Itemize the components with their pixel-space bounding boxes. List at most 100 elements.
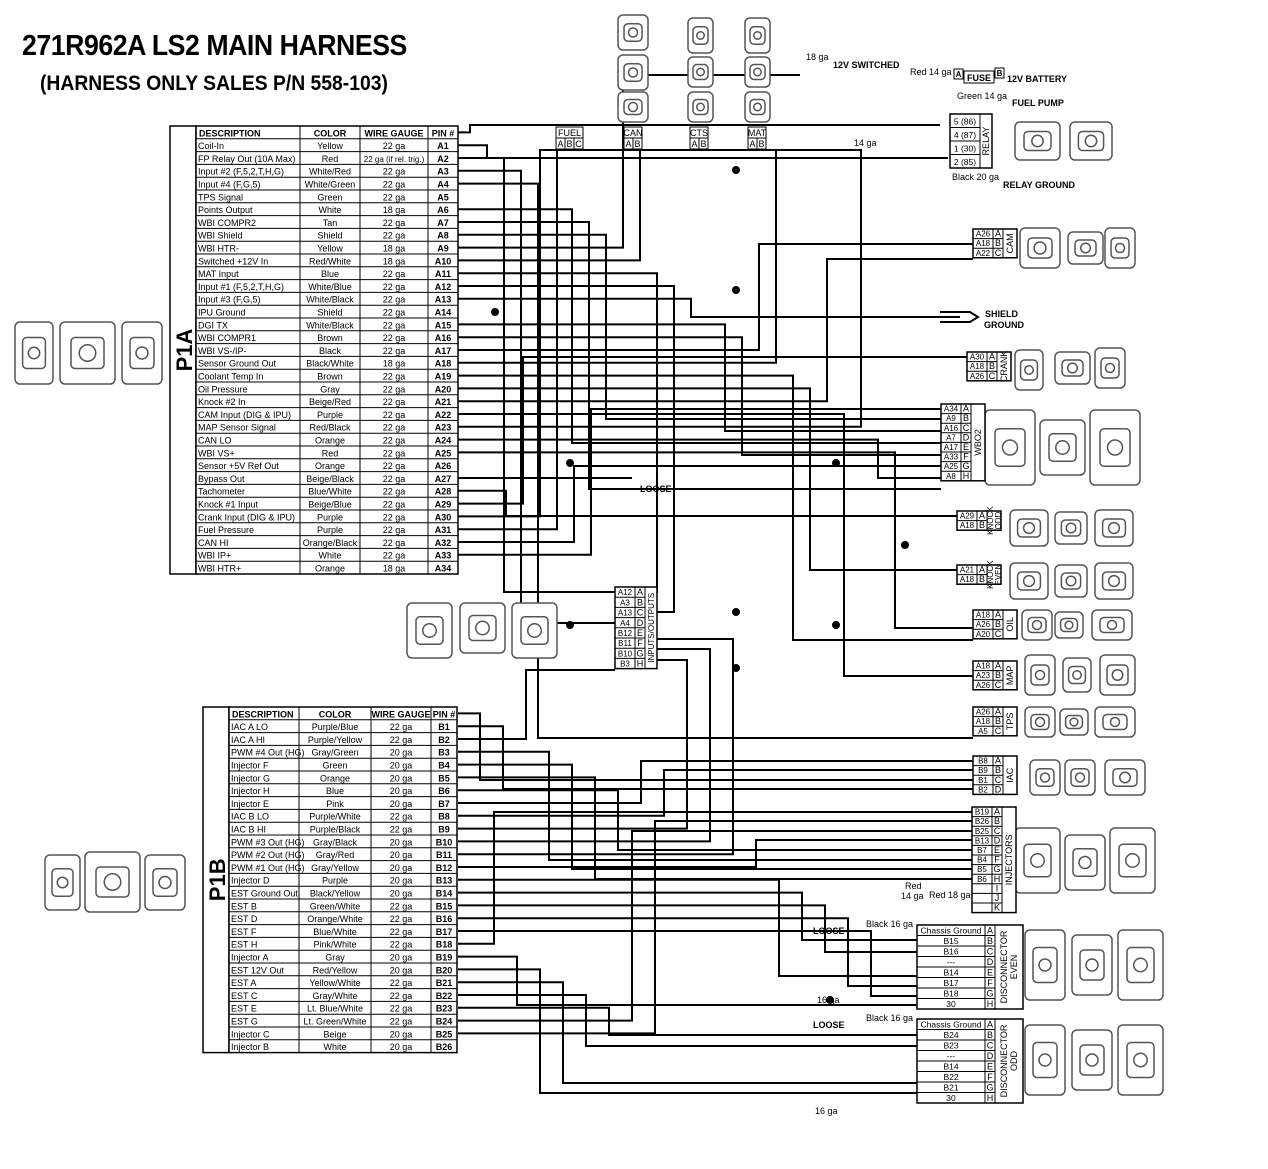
relay-pin: 2 (85): [954, 157, 976, 167]
connector-outline: [459, 602, 506, 654]
connector-tps-box: [972, 706, 1018, 737]
p1b-cell: Gray/Red: [316, 850, 355, 860]
connector-knock-even-pin-letter: A: [979, 565, 985, 575]
p1a-cell: 22 ga (if rel. trig.): [364, 155, 425, 164]
p1b-cell: 22 ga: [390, 1004, 413, 1014]
connector-outline-pin: [1039, 772, 1051, 783]
connector-crank-pin: A18: [970, 362, 985, 371]
connector-inputs-outputs-pin: B12: [618, 629, 633, 638]
connector-outline: [144, 854, 186, 911]
connector-outline: [617, 54, 649, 91]
p1b-cell: Pink: [326, 799, 344, 809]
p1a-cell: 22 ga: [383, 167, 406, 177]
connector-outline: [1064, 759, 1096, 796]
wire-junction: [732, 166, 740, 174]
p1b-cell: B21: [436, 978, 453, 988]
p1a-cell: Input #3 (F,G,5): [198, 295, 261, 305]
p1b-cell: PWM #2 Out (HG): [231, 850, 305, 860]
p1a-cell: Black/White: [306, 359, 354, 369]
p1a-cell: 22 ga: [383, 218, 406, 228]
connector-drawings: [14, 14, 1164, 1096]
p1a-cell: A3: [437, 167, 449, 177]
p1b-cell: B14: [436, 889, 453, 899]
p1a-cell: Brown: [317, 333, 343, 343]
top-connector-pin: B: [566, 139, 572, 149]
p1a-cell: A4: [437, 180, 449, 190]
p1a-cell: 22 ga: [383, 333, 406, 343]
p1a-cell: Shield: [317, 231, 342, 241]
p1a-cell: Purple: [317, 525, 343, 535]
p1b-cell: 20 ga: [390, 773, 413, 783]
connector-wbo2-pin: A7: [946, 433, 956, 442]
connector-map-pin-letter: A: [995, 661, 1001, 671]
connector-wbo2-pin: A25: [944, 462, 959, 471]
p1a-cell: Input #4 (F,G,5): [198, 180, 261, 190]
wire-a9: [458, 233, 941, 420]
connector-outline-pin: [1107, 574, 1121, 588]
wire-b8: [458, 760, 973, 804]
p1b-cell: EST B: [231, 901, 257, 911]
p1b-header: DESCRIPTION: [232, 709, 294, 719]
connector-outline: [1091, 609, 1133, 641]
connector-injectors-pin-letter: A: [994, 807, 1000, 817]
p1b-cell: PWM #1 Out (HG): [231, 863, 305, 873]
p1b-cell: Injector C: [231, 1029, 270, 1039]
p1b-cell: Blue: [326, 786, 344, 796]
p1a-cell: A32: [435, 538, 452, 548]
connector-outline: [1062, 657, 1092, 693]
p1b-cell: Red/Yellow: [313, 965, 358, 975]
p1a-cell: TPS Signal: [198, 192, 243, 202]
p1a-cell: White/Black: [306, 320, 354, 330]
p1a-cell: A17: [435, 346, 452, 356]
connector-iac-pin: B9: [978, 766, 988, 775]
connector-crank-pin: A26: [970, 372, 985, 381]
connector-disconnector-even-pin-letter: B: [987, 936, 993, 946]
connector-injectors-pin: B5: [977, 865, 987, 874]
connector-outline-pin: [696, 31, 705, 40]
connector-injectors-pin: B6: [977, 875, 987, 884]
p1a-cell: Tan: [323, 218, 338, 228]
connector-outline-pin: [1072, 670, 1082, 680]
wire-b4: [458, 750, 972, 861]
connector-iac-pin: B1: [978, 776, 988, 785]
connector-cam-box: [972, 228, 1018, 259]
connector-name: WBO2: [973, 429, 983, 456]
p1a-cell: A34: [435, 564, 452, 574]
connector-outline-pin: [1038, 958, 1052, 972]
p1b-cell: 20 ga: [390, 850, 413, 860]
p1b-cell: B22: [436, 991, 453, 1001]
page-title: 271R962A LS2 MAIN HARNESS: [22, 30, 407, 62]
wire-b2: [458, 725, 973, 790]
connector-map-pin: A18: [976, 662, 991, 671]
connector-outline: [984, 409, 1036, 486]
connector-outline-pin: [627, 27, 639, 38]
connector-outline: [1019, 227, 1061, 269]
wire-b20: [458, 955, 917, 1006]
p1a-cell: Shield: [317, 308, 342, 318]
wire-junction: [732, 664, 740, 672]
connector-inputs-outputs-pin-letter: H: [637, 659, 644, 669]
connector-outline-pin: [753, 102, 762, 112]
connector-name: OIL: [1005, 617, 1015, 632]
p1b-cell: Purple/Black: [310, 825, 361, 835]
p1a-cell: A14: [435, 308, 452, 318]
connector-cam-pin: A18: [976, 239, 991, 248]
connector-outline: [687, 56, 714, 88]
connector-outline-pin: [1034, 669, 1046, 681]
p1b-cell: 20 ga: [390, 965, 413, 975]
p1a-cell: A2: [437, 154, 449, 164]
p1a-cell: Points Output: [198, 205, 253, 215]
p1a-cell: A9: [437, 244, 449, 254]
wire-a2: [458, 144, 948, 159]
connector-name: CAM: [1005, 233, 1015, 253]
p1a-cell: 22 ga: [383, 474, 406, 484]
wire-a32: [458, 149, 641, 531]
p1b-cell: 20 ga: [390, 876, 413, 886]
p1b-cell: Purple: [322, 876, 348, 886]
connector-wbo2-pin: A8: [946, 472, 956, 481]
connector-outline: [406, 602, 453, 659]
connector-disconnector-odd-pin: B24: [943, 1030, 958, 1040]
connector-iac-pin-letter: D: [995, 784, 1002, 794]
connector-wbo2-pin: A17: [944, 443, 959, 452]
connector-wbo2-pin-letter: G: [962, 461, 969, 471]
